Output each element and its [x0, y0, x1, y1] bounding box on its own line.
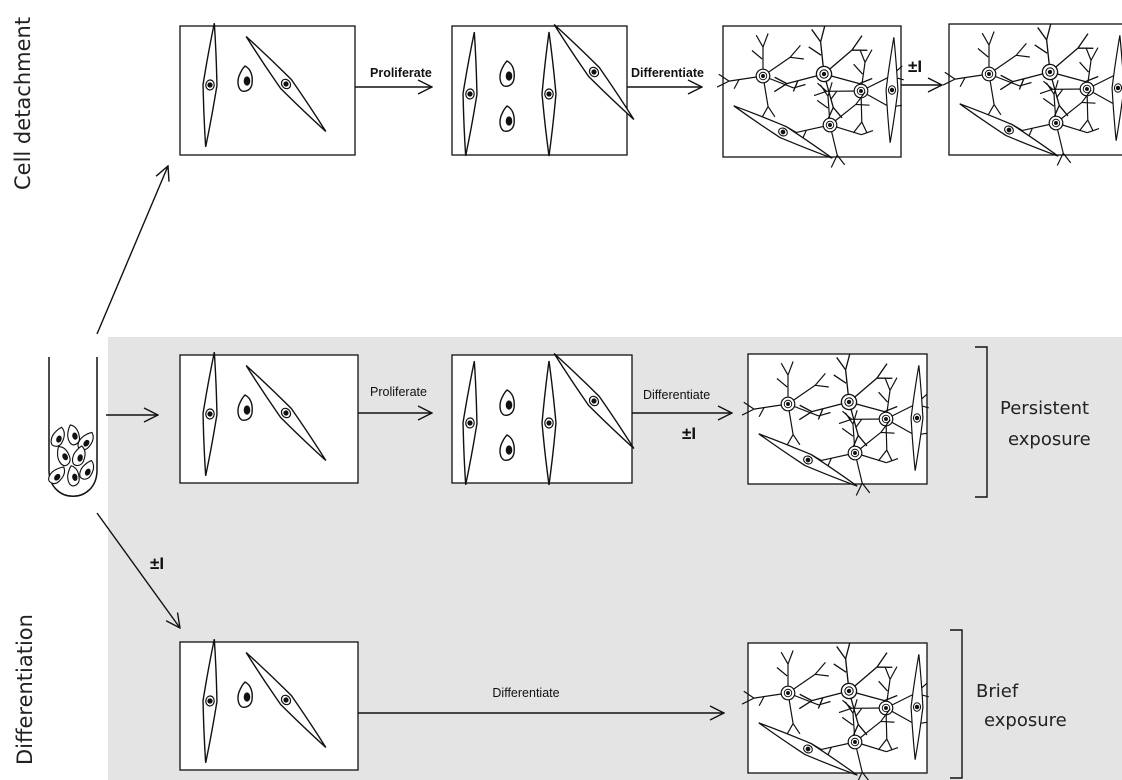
row-persistent-exposure: Proliferate Differentiate ±I Persistent … [106, 346, 1091, 499]
step-plus-minus-i-3: ±I [150, 554, 164, 573]
differentiation-label: Differentiation [13, 614, 37, 765]
panel-detach-proliferated [451, 25, 628, 156]
cell-detachment-label: Cell detachment [11, 17, 35, 190]
brief-exposure-label: exposure [984, 710, 1067, 731]
step-plus-minus-i-2: ±I [682, 424, 696, 443]
bracket-persistent [975, 346, 988, 498]
step-proliferate-2: Proliferate [370, 385, 427, 399]
panel-persistent-differentiated [747, 353, 928, 485]
panel-detach-differentiated [722, 25, 902, 158]
arrow-to-brief-row [96, 512, 180, 628]
step-proliferate-1: Proliferate [370, 66, 432, 80]
row-brief-exposure: ±I Differentiate Brief exposure [96, 512, 1067, 780]
persistent-exposure-label: exposure [1008, 429, 1091, 450]
test-tube-icon [45, 357, 98, 497]
step-differentiate-3: Differentiate [492, 686, 559, 700]
step-plus-minus-i-1: ±I [908, 57, 922, 76]
panel-brief-differentiated [747, 642, 928, 774]
row-cell-detachment: Proliferate Differentiate ±I [179, 20, 1122, 171]
bracket-brief [950, 629, 963, 779]
brief-label: Brief [976, 681, 1019, 702]
step-differentiate-1: Differentiate [631, 66, 704, 80]
panel-detach-treated [948, 23, 1122, 156]
arrow-to-cell-detachment [96, 166, 168, 335]
persistent-label: Persistent [1000, 398, 1089, 419]
step-differentiate-2: Differentiate [643, 388, 710, 402]
